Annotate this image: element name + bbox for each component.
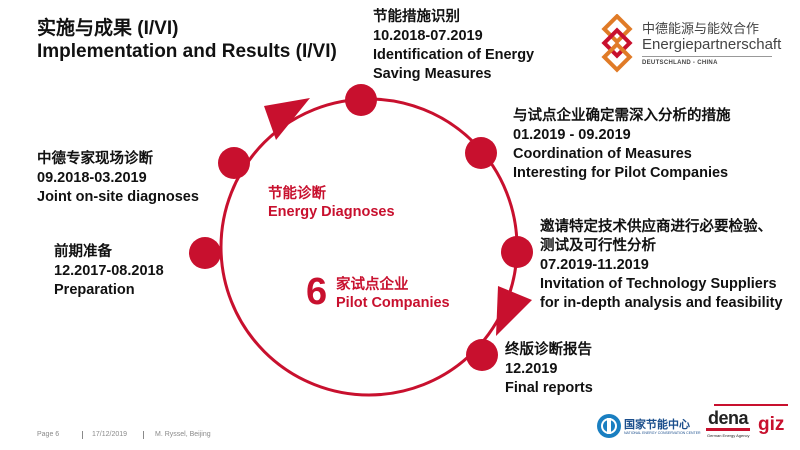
nce-logo-text: 国家节能中心	[624, 419, 690, 431]
stage-invitation-cn1: 邀请特定技术供应商进行必要检验、	[540, 219, 772, 235]
node-final	[466, 339, 498, 371]
stage-coordination-en1: Coordination of Measures	[513, 146, 692, 162]
stage-preparation: 前期准备 12.2017-08.2018 Preparation	[54, 243, 164, 300]
stage-joint-date: 09.2018-03.2019	[37, 170, 147, 186]
pilot-companies-label: 家试点企业 Pilot Companies	[336, 276, 450, 312]
stage-coordination: 与试点企业确定需深入分析的措施 01.2019 - 09.2019 Coordi…	[513, 107, 731, 183]
stage-invitation-en2: for in-depth analysis and feasibility	[540, 295, 783, 311]
node-joint	[218, 147, 250, 179]
node-preparation	[189, 237, 221, 269]
node-identification	[345, 84, 377, 116]
stage-identification-cn: 节能措施识别	[373, 9, 460, 25]
dena-logo-bar	[706, 428, 750, 431]
footer-date: 17/12/2019	[92, 431, 128, 438]
nce-emblem-icon	[597, 414, 621, 438]
nce-logo-subtext: NATIONAL ENERGY CONSERVATION CENTER	[624, 431, 701, 435]
stage-final-en: Final reports	[505, 380, 593, 396]
energy-diagnoses-cn: 节能诊断	[268, 186, 326, 202]
stage-preparation-date: 12.2017-08.2018	[54, 263, 164, 279]
energy-diagnoses-label: 节能诊断 Energy Diagnoses	[268, 185, 395, 221]
logo-de-text: Energiepartnerschaft	[642, 36, 782, 53]
stage-preparation-en: Preparation	[54, 282, 135, 298]
stage-identification-en1: Identification of Energy	[373, 47, 535, 63]
title-cn: 实施与成果 (I/VI)	[37, 18, 179, 39]
cycle-arrow-right	[496, 286, 532, 336]
partner-accent-line	[714, 404, 788, 406]
page-title: 实施与成果 (I/VI) Implementation and Results …	[37, 17, 337, 63]
title-en: Implementation and Results (I/VI)	[37, 41, 337, 62]
dena-logo-text: dena	[708, 408, 749, 428]
stage-final: 终版诊断报告 12.2019 Final reports	[505, 341, 593, 398]
stage-final-cn: 终版诊断报告	[505, 342, 592, 358]
stage-invitation: 邀请特定技术供应商进行必要检验、 测试及可行性分析 07.2019-11.201…	[540, 218, 783, 313]
giz-logo-text: giz	[758, 414, 785, 435]
stage-identification: 节能措施识别 10.2018-07.2019 Identification of…	[373, 8, 534, 84]
node-coordination	[465, 137, 497, 169]
stage-joint-en: Joint on-site diagnoses	[37, 189, 199, 205]
footer-divider-2	[143, 431, 144, 439]
pilot-companies-en: Pilot Companies	[336, 295, 450, 311]
knot-logo-icon	[601, 14, 633, 73]
stage-joint-cn: 中德专家现场诊断	[37, 151, 153, 167]
logo-cn-text: 中德能源与能效合作	[642, 21, 760, 36]
stage-invitation-date: 07.2019-11.2019	[540, 257, 649, 273]
stage-coordination-en2: Interesting for Pilot Companies	[513, 165, 729, 181]
node-invitation	[501, 236, 533, 268]
logo-divider	[642, 56, 772, 57]
stage-identification-date: 10.2018-07.2019	[373, 28, 483, 44]
stage-joint: 中德专家现场诊断 09.2018-03.2019 Joint on-site d…	[37, 150, 199, 207]
dena-logo-subtext: German Energy Agency	[707, 433, 750, 438]
pilot-count: 6	[306, 271, 328, 313]
stage-final-date: 12.2019	[505, 361, 558, 377]
pilot-companies-cn: 家试点企业	[336, 277, 409, 293]
logo-sub-text: DEUTSCHLAND - CHINA	[642, 60, 718, 66]
stage-invitation-cn2: 测试及可行性分析	[540, 238, 656, 254]
stage-coordination-cn: 与试点企业确定需深入分析的措施	[513, 108, 731, 124]
footer-page: Page 6	[37, 431, 60, 438]
energy-diagnoses-en: Energy Diagnoses	[268, 204, 395, 220]
stage-preparation-cn: 前期准备	[54, 244, 112, 260]
footer-divider-1	[82, 431, 83, 439]
cycle-arrow-top	[264, 98, 310, 140]
stage-invitation-en1: Invitation of Technology Suppliers	[540, 276, 777, 292]
footer-author: M. Ryssel, Beijing	[155, 431, 211, 438]
stage-coordination-date: 01.2019 - 09.2019	[513, 127, 631, 143]
stage-identification-en2: Saving Measures	[373, 66, 492, 82]
energiepartnerschaft-logo: 中德能源与能效合作 Energiepartnerschaft DEUTSCHLA…	[594, 12, 782, 76]
